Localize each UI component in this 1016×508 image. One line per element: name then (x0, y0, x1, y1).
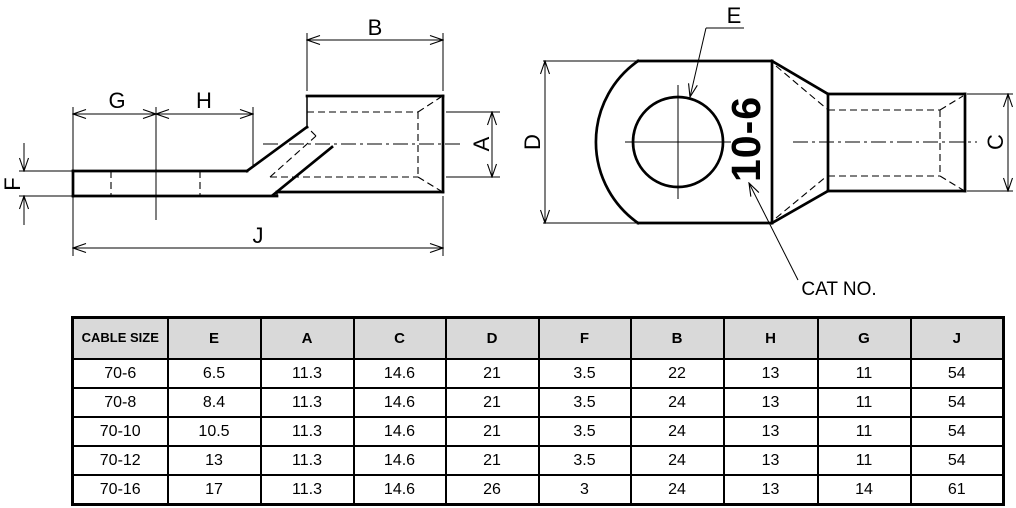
value-cell: 13 (722, 474, 819, 506)
column-header-a: A (259, 316, 355, 360)
value-cell: 3.5 (537, 358, 632, 389)
column-header-j: J (909, 316, 1005, 360)
cat-no-label: CAT NO. (801, 279, 876, 300)
flare-top-edge (770, 59, 830, 96)
bend-bottom-edge (271, 145, 334, 197)
value-cell: 54 (909, 445, 1005, 476)
value-cell: 14.6 (352, 445, 447, 476)
value-cell: 54 (909, 358, 1005, 389)
value-cell: 21 (444, 358, 540, 389)
column-header-h: H (722, 316, 819, 360)
cable-size-cell: 70-10 (71, 416, 169, 447)
value-cell: 14.6 (352, 474, 447, 506)
leader-line-e (690, 27, 707, 97)
value-cell: 3.5 (537, 387, 632, 418)
value-cell: 11 (816, 387, 912, 418)
value-cell: 14.6 (352, 358, 447, 389)
bend-top-edge (245, 125, 309, 173)
column-header-f: F (537, 316, 632, 360)
value-cell: 13 (722, 445, 819, 476)
column-header-cable-size: CABLE SIZE (71, 316, 169, 360)
hidden-chamfer-line (939, 95, 964, 111)
hidden-chamfer-line (417, 176, 442, 192)
value-cell: 13 (722, 358, 819, 389)
value-cell: 14.6 (352, 387, 447, 418)
dim-label-e: E (727, 3, 742, 28)
value-cell: 54 (909, 416, 1005, 447)
dim-label-a: A (469, 136, 494, 151)
column-header-c: C (352, 316, 447, 360)
value-cell: 11 (816, 445, 912, 476)
ring-arc (594, 59, 640, 225)
cable-size-cell: 70-8 (71, 387, 169, 418)
value-cell: 11.3 (259, 416, 355, 447)
hidden-flare-line (775, 65, 828, 110)
column-header-b: B (629, 316, 725, 360)
column-header-e: E (166, 316, 262, 360)
value-cell: 21 (444, 387, 540, 418)
dim-label-b: B (368, 15, 383, 40)
cable-size-cell: 70-6 (71, 358, 169, 389)
value-cell: 17 (166, 474, 262, 506)
hidden-flare-line (775, 175, 828, 219)
top-view-drawing: E D C 10-6 CAT NO. (520, 3, 1013, 300)
value-cell: 10.5 (166, 416, 262, 447)
value-cell: 21 (444, 416, 540, 447)
dim-label-j: J (253, 223, 264, 248)
hidden-chamfer-line (939, 175, 964, 191)
stud-hole (631, 95, 725, 189)
value-cell: 13 (166, 445, 262, 476)
value-cell: 11.3 (259, 387, 355, 418)
value-cell: 61 (909, 474, 1005, 506)
value-cell: 21 (444, 445, 540, 476)
value-cell: 13 (722, 387, 819, 418)
value-cell: 3 (537, 474, 632, 506)
dim-label-f: F (0, 177, 25, 190)
dim-label-h: H (196, 88, 212, 113)
column-header-g: G (816, 316, 912, 360)
dim-label-g: G (108, 88, 125, 113)
value-cell: 11.3 (259, 358, 355, 389)
technical-drawing: G H B J F A (0, 3, 1016, 300)
value-cell: 8.4 (166, 387, 262, 418)
value-cell: 24 (629, 474, 725, 506)
value-cell: 24 (629, 416, 725, 447)
value-cell: 24 (629, 445, 725, 476)
value-cell: 3.5 (537, 416, 632, 447)
hidden-bend-line (306, 126, 317, 137)
hidden-chamfer-line (417, 96, 442, 113)
cable-size-cell: 70-16 (71, 474, 169, 506)
value-cell: 24 (629, 387, 725, 418)
cat-no-marking: 10-6 (723, 96, 769, 182)
value-cell: 13 (722, 416, 819, 447)
dim-label-c: C (983, 134, 1008, 150)
table-header-row: CABLE SIZE E A C D F B H G J (71, 316, 1005, 360)
cable-size-cell: 70-12 (71, 445, 169, 476)
value-cell: 22 (629, 358, 725, 389)
value-cell: 11 (816, 358, 912, 389)
value-cell: 3.5 (537, 445, 632, 476)
hidden-bend-line (269, 135, 317, 178)
column-header-d: D (444, 316, 540, 360)
value-cell: 14.6 (352, 416, 447, 447)
dim-label-d: D (520, 134, 545, 150)
value-cell: 54 (909, 387, 1005, 418)
value-cell: 14 (816, 474, 912, 506)
side-view-drawing: G H B J F A (0, 15, 500, 256)
value-cell: 11 (816, 416, 912, 447)
value-cell: 26 (444, 474, 540, 506)
flare-bottom-edge (770, 189, 830, 225)
value-cell: 6.5 (166, 358, 262, 389)
leader-line-cat-no (749, 183, 799, 281)
value-cell: 11.3 (259, 474, 355, 506)
value-cell: 11.3 (259, 445, 355, 476)
